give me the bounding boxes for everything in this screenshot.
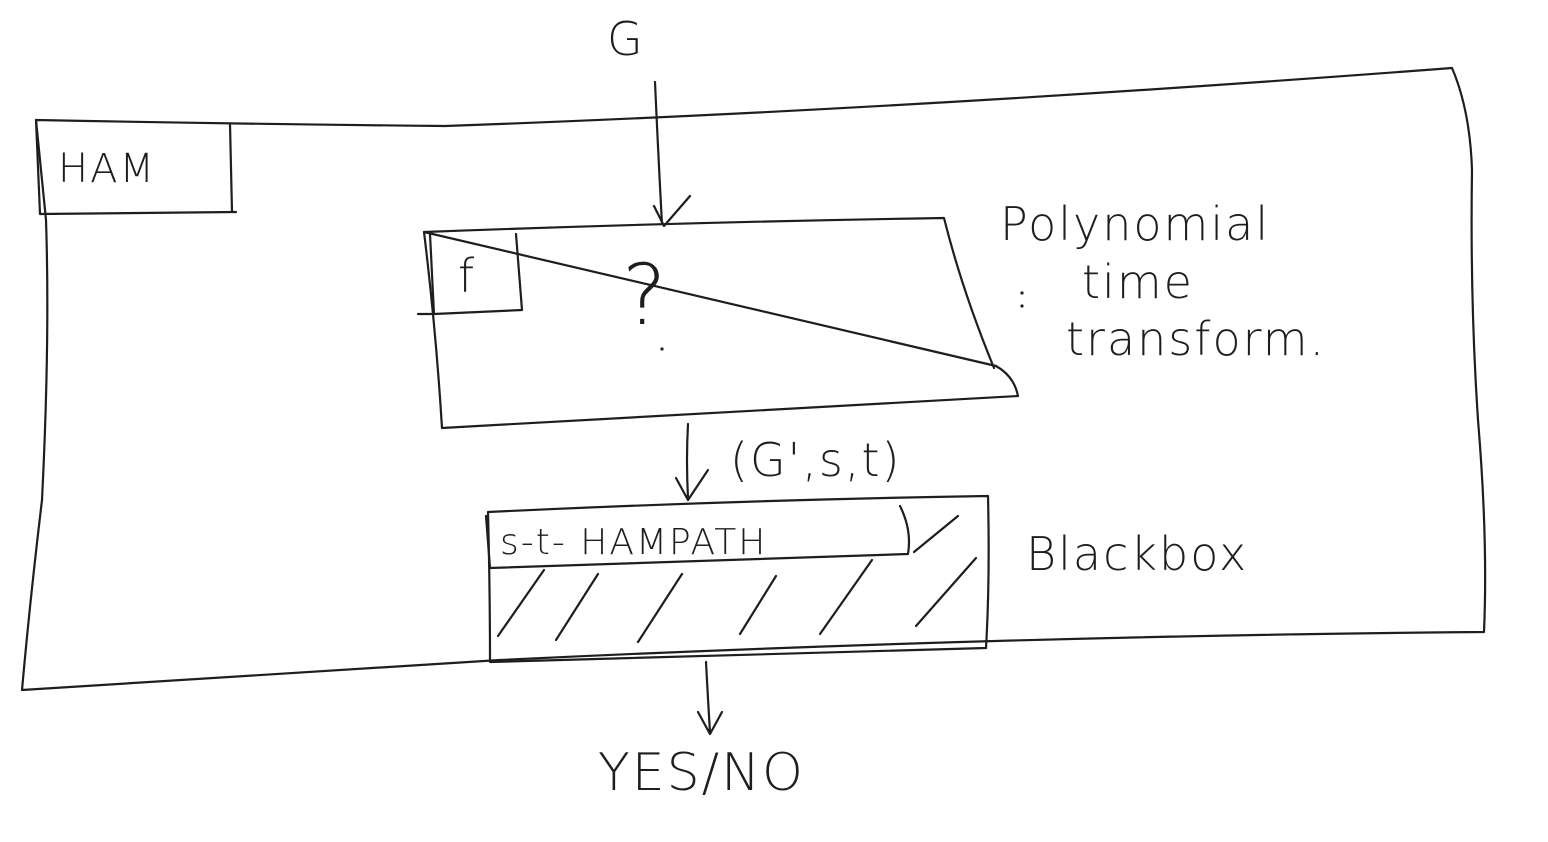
oracle-label: s-t- HAMPATH: [500, 522, 767, 563]
input-label: G: [607, 12, 643, 66]
ham-label: HAM: [58, 146, 156, 192]
oracle-note: Blackbox: [1026, 527, 1248, 581]
intermediate-label: (G',s,t): [730, 433, 901, 487]
unknown-dot: [660, 347, 664, 351]
transform-note-line3: transform.: [1066, 312, 1326, 366]
colon-dot-1: [1020, 291, 1024, 295]
output-label: YES/NO: [598, 743, 805, 803]
f-label-box: [416, 232, 524, 316]
oracle-box: [486, 494, 990, 664]
f-label: f: [458, 249, 475, 303]
ham-outer-box: [20, 66, 1487, 692]
output-arrow: [696, 660, 724, 736]
transform-box: [422, 216, 1020, 430]
intermediate-arrow: [674, 422, 710, 502]
input-arrow: [652, 80, 692, 228]
transform-note-line2: time: [1082, 255, 1194, 309]
unknown-mark: ?: [622, 246, 667, 344]
ham-label-box: [34, 118, 238, 216]
colon-dot-2: [1020, 304, 1024, 308]
oracle-label-box: [484, 504, 911, 570]
oracle-hatching: [496, 514, 978, 644]
transform-note-line1: Polynomial: [1000, 197, 1270, 251]
